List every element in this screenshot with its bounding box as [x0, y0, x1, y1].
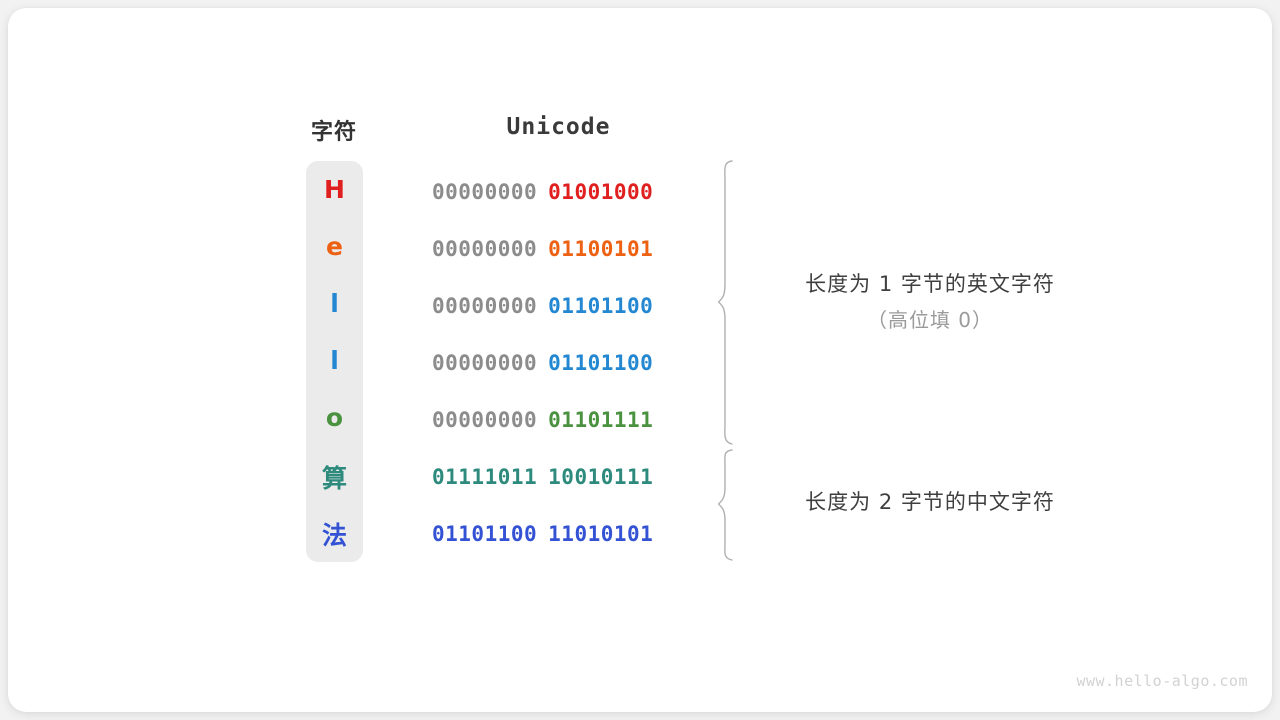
character-cell: l — [330, 289, 339, 318]
binary-high-byte: 01101100 — [432, 522, 538, 546]
annotation-one-byte-sub: （高位填 0） — [866, 308, 994, 332]
character-cell: H — [324, 175, 345, 204]
binary-high-byte: 00000000 — [432, 180, 538, 204]
diagram-card — [8, 8, 1272, 712]
binary-row: 00000000 01100101 — [432, 232, 685, 266]
binary-high-byte: 00000000 — [432, 294, 538, 318]
group-brace-two-byte — [718, 449, 733, 561]
binary-low-byte: 11010101 — [548, 522, 654, 546]
character-cell: e — [326, 232, 343, 261]
binary-row: 00000000 01101100 — [432, 346, 685, 380]
binary-low-byte: 01101100 — [548, 351, 654, 375]
binary-high-byte: 00000000 — [432, 237, 538, 261]
character-cell: 算 — [321, 463, 347, 493]
binary-low-byte: 01101111 — [548, 408, 654, 432]
annotation-one-byte-main: 长度为 1 字节的英文字符 — [805, 272, 1055, 296]
binary-high-byte: 01111011 — [432, 465, 538, 489]
column-header-character: 字符 — [310, 119, 357, 144]
binary-low-byte: 01001000 — [548, 180, 654, 204]
binary-high-byte: 00000000 — [432, 408, 538, 432]
character-cell: l — [330, 346, 339, 375]
watermark-url: www.hello-algo.com — [1076, 672, 1248, 690]
character-cell: 法 — [321, 520, 347, 550]
character-column-panel: H e l l o 算 法 — [306, 161, 363, 562]
group-brace-one-byte — [718, 160, 733, 445]
annotation-two-byte: 长度为 2 字节的中文字符 — [780, 484, 1080, 520]
character-cell: o — [325, 403, 344, 432]
binary-row: 01101100 11010101 — [432, 517, 685, 551]
binary-high-byte: 00000000 — [432, 351, 538, 375]
binary-low-byte: 10010111 — [548, 465, 654, 489]
binary-low-byte: 01100101 — [548, 237, 654, 261]
binary-row: 00000000 01101111 — [432, 403, 685, 437]
binary-row: 01111011 10010111 — [432, 460, 685, 494]
annotation-two-byte-main: 长度为 2 字节的中文字符 — [805, 490, 1055, 514]
binary-row: 00000000 01101100 — [432, 289, 685, 323]
annotation-one-byte: 长度为 1 字节的英文字符 （高位填 0） — [780, 266, 1080, 338]
column-header-unicode: Unicode — [506, 114, 611, 140]
binary-row: 00000000 01001000 — [432, 175, 685, 209]
binary-low-byte: 01101100 — [548, 294, 654, 318]
